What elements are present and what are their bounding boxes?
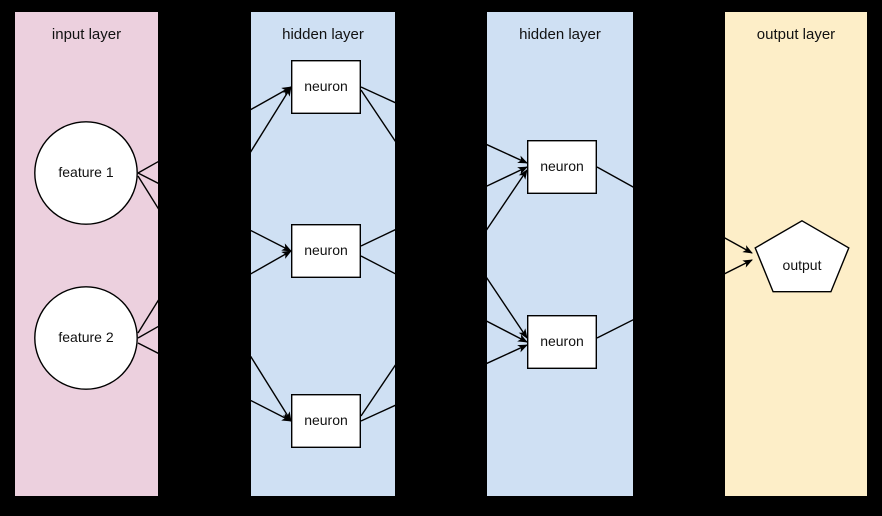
edge-feature-2-to-hidden1-neuron-3 [251, 399, 292, 422]
layer-title-output: output layer [756, 26, 836, 43]
layer-panel-hidden-2: hidden layer [487, 12, 633, 496]
node-feature-1[interactable]: feature 1 [34, 121, 138, 225]
edge-hidden1-neuron-2-to-hidden2-neuron-1 [487, 166, 528, 187]
node-label-hidden1-neuron-1: neuron [304, 78, 348, 94]
edge-group-input [137, 160, 158, 354]
edge-feature-1-to-hidden1-neuron-2 [251, 229, 292, 252]
edge-hidden1-neuron-1-to-hidden2-neuron-1 [360, 86, 395, 104]
node-output-node[interactable]: output [752, 220, 852, 300]
edge-feature-1-to-hidden1-neuron-3 [137, 175, 158, 210]
node-label-feature-1: feature 1 [58, 164, 114, 180]
node-hidden1-neuron-2[interactable]: neuron [291, 224, 361, 278]
ellipse-shape-icon [34, 121, 138, 225]
edge-hidden1-neuron-2-to-hidden2-neuron-1 [360, 229, 395, 247]
pentagon-shape-icon [754, 220, 850, 293]
edge-hidden1-neuron-3-to-hidden2-neuron-2 [487, 344, 528, 365]
edge-hidden2-neuron-1-to-output-node [596, 166, 633, 188]
node-label-hidden2-neuron-2: neuron [540, 333, 584, 349]
edge-hidden1-neuron-3-to-hidden2-neuron-1 [487, 169, 528, 231]
edge-hidden2-neuron-2-to-output-node [725, 259, 753, 275]
rect-shape-icon [291, 394, 361, 448]
edge-hidden2-neuron-2-to-output-node [596, 319, 633, 339]
edge-group-hidden-2 [487, 143, 633, 365]
edge-feature-2-to-hidden1-neuron-2 [137, 325, 158, 339]
edge-feature-1-to-hidden1-neuron-2 [137, 172, 158, 184]
node-label-hidden1-neuron-3: neuron [304, 412, 348, 428]
edge-hidden1-neuron-1-to-hidden2-neuron-2 [487, 276, 528, 339]
node-hidden2-neuron-2[interactable]: neuron [527, 315, 597, 369]
edge-hidden1-neuron-1-to-hidden2-neuron-2 [360, 89, 395, 143]
rect-shape-icon [291, 224, 361, 278]
edge-feature-1-to-hidden1-neuron-1 [137, 160, 158, 174]
node-hidden1-neuron-3[interactable]: neuron [291, 394, 361, 448]
layer-panel-input: input layer [15, 12, 158, 496]
edge-feature-2-to-hidden1-neuron-3 [137, 342, 158, 354]
edge-feature-2-to-hidden1-neuron-1 [251, 86, 292, 153]
rect-shape-icon [291, 60, 361, 114]
edge-hidden1-neuron-2-to-hidden2-neuron-2 [487, 320, 528, 343]
node-hidden1-neuron-1[interactable]: neuron [291, 60, 361, 114]
ellipse-shape-icon [34, 286, 138, 390]
layer-title-input: input layer [51, 26, 122, 43]
edge-feature-1-to-hidden1-neuron-1 [251, 86, 292, 111]
rect-shape-icon [527, 315, 597, 369]
edge-hidden2-neuron-1-to-output-node [725, 237, 753, 254]
edge-hidden1-neuron-3-to-hidden2-neuron-1 [360, 364, 395, 417]
node-hidden2-neuron-1[interactable]: neuron [527, 140, 597, 194]
rect-shape-icon [527, 140, 597, 194]
node-label-hidden1-neuron-2: neuron [304, 242, 348, 258]
edge-hidden1-neuron-3-to-hidden2-neuron-2 [360, 404, 395, 422]
edge-feature-2-to-hidden1-neuron-2 [251, 250, 292, 275]
edge-hidden1-neuron-2-to-hidden2-neuron-2 [360, 255, 395, 275]
edge-feature-1-to-hidden1-neuron-3 [251, 355, 292, 422]
node-label-hidden2-neuron-1: neuron [540, 158, 584, 174]
edge-feature-2-to-hidden1-neuron-1 [137, 299, 158, 334]
layer-title-hidden-2: hidden layer [519, 26, 601, 43]
node-feature-2[interactable]: feature 2 [34, 286, 138, 390]
layer-title-hidden-1: hidden layer [282, 26, 364, 43]
edge-hidden1-neuron-1-to-hidden2-neuron-1 [487, 143, 528, 164]
node-label-feature-2: feature 2 [58, 329, 114, 345]
node-label-output-node: output [782, 257, 822, 273]
